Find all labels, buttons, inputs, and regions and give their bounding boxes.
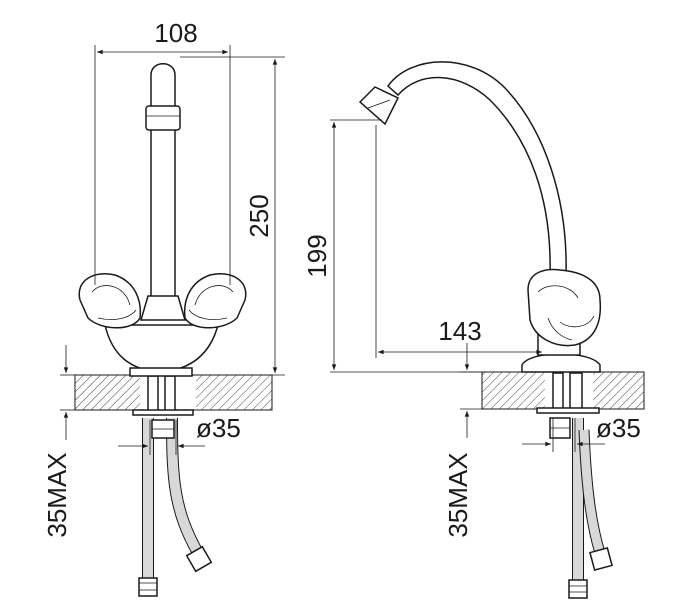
side-hoses xyxy=(568,418,613,599)
side-reach-dimension: 143 xyxy=(438,316,481,346)
front-height-dimension: 250 xyxy=(244,194,274,237)
front-width-dimension: 108 xyxy=(154,18,197,48)
front-hole-dimension: ø35 xyxy=(196,413,241,443)
front-dimensions: 108 250 35MAX ø35 xyxy=(42,18,285,538)
front-faucet-body xyxy=(78,63,247,377)
side-thickness-dimension: 35MAX xyxy=(443,452,473,537)
side-mounting-hardware xyxy=(536,372,600,439)
side-faucet-body xyxy=(358,61,602,373)
side-dimensions: 199 143 35MAX ø35 xyxy=(302,119,641,538)
side-hole-dimension: ø35 xyxy=(596,413,641,443)
front-hoses xyxy=(138,417,213,597)
side-view: 199 143 35MAX ø35 xyxy=(302,61,645,599)
front-mounting-hardware xyxy=(132,375,194,439)
side-height-dimension: 199 xyxy=(302,234,332,277)
front-view: 108 250 35MAX ø35 xyxy=(42,18,285,597)
front-thickness-dimension: 35MAX xyxy=(42,452,72,537)
